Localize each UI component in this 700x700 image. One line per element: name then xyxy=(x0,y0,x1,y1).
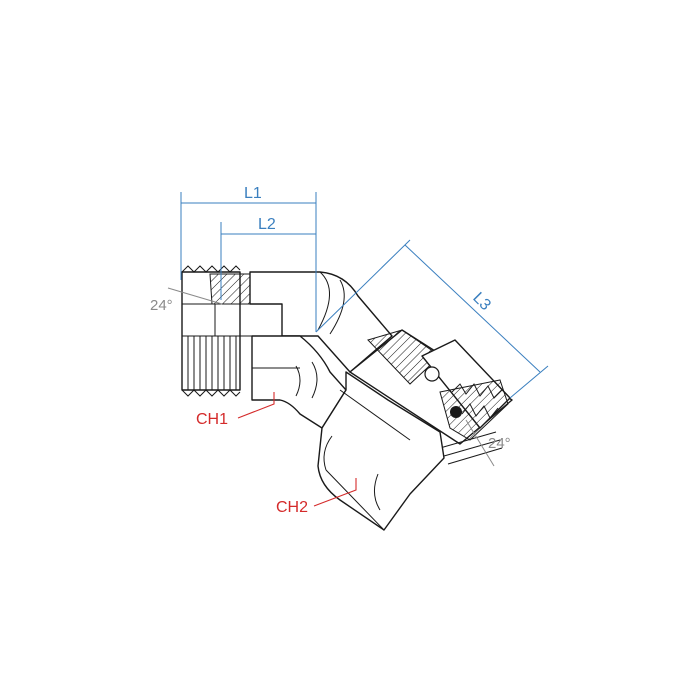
ch2-label: CH2 xyxy=(276,499,308,516)
o-ring-solid xyxy=(450,406,462,418)
ch2-hex xyxy=(317,371,445,531)
fitting-body xyxy=(249,271,393,429)
swivel-nut xyxy=(317,329,513,531)
thread-lines xyxy=(187,336,237,390)
right-angle-line xyxy=(465,419,495,467)
ch1-leader xyxy=(237,392,275,419)
angle-lines xyxy=(167,287,495,467)
l3-extension-top xyxy=(315,239,411,333)
ch1-label: CH1 xyxy=(196,411,228,428)
l2-label: L2 xyxy=(258,216,276,233)
l3-extension-bottom xyxy=(509,365,549,399)
l3-dimension-line xyxy=(404,244,541,373)
nut-thread-hatch xyxy=(439,379,509,441)
callout-leaders xyxy=(237,392,357,507)
o-ring-open xyxy=(424,366,440,382)
left-angle-line xyxy=(167,287,223,305)
l3-label: L3 xyxy=(469,289,494,314)
right-angle-label: 24° xyxy=(488,435,511,452)
left-angle-label: 24° xyxy=(150,297,173,314)
ch2-leader xyxy=(313,478,357,507)
l1-label: L1 xyxy=(244,185,262,202)
dimension-lines xyxy=(180,192,549,399)
